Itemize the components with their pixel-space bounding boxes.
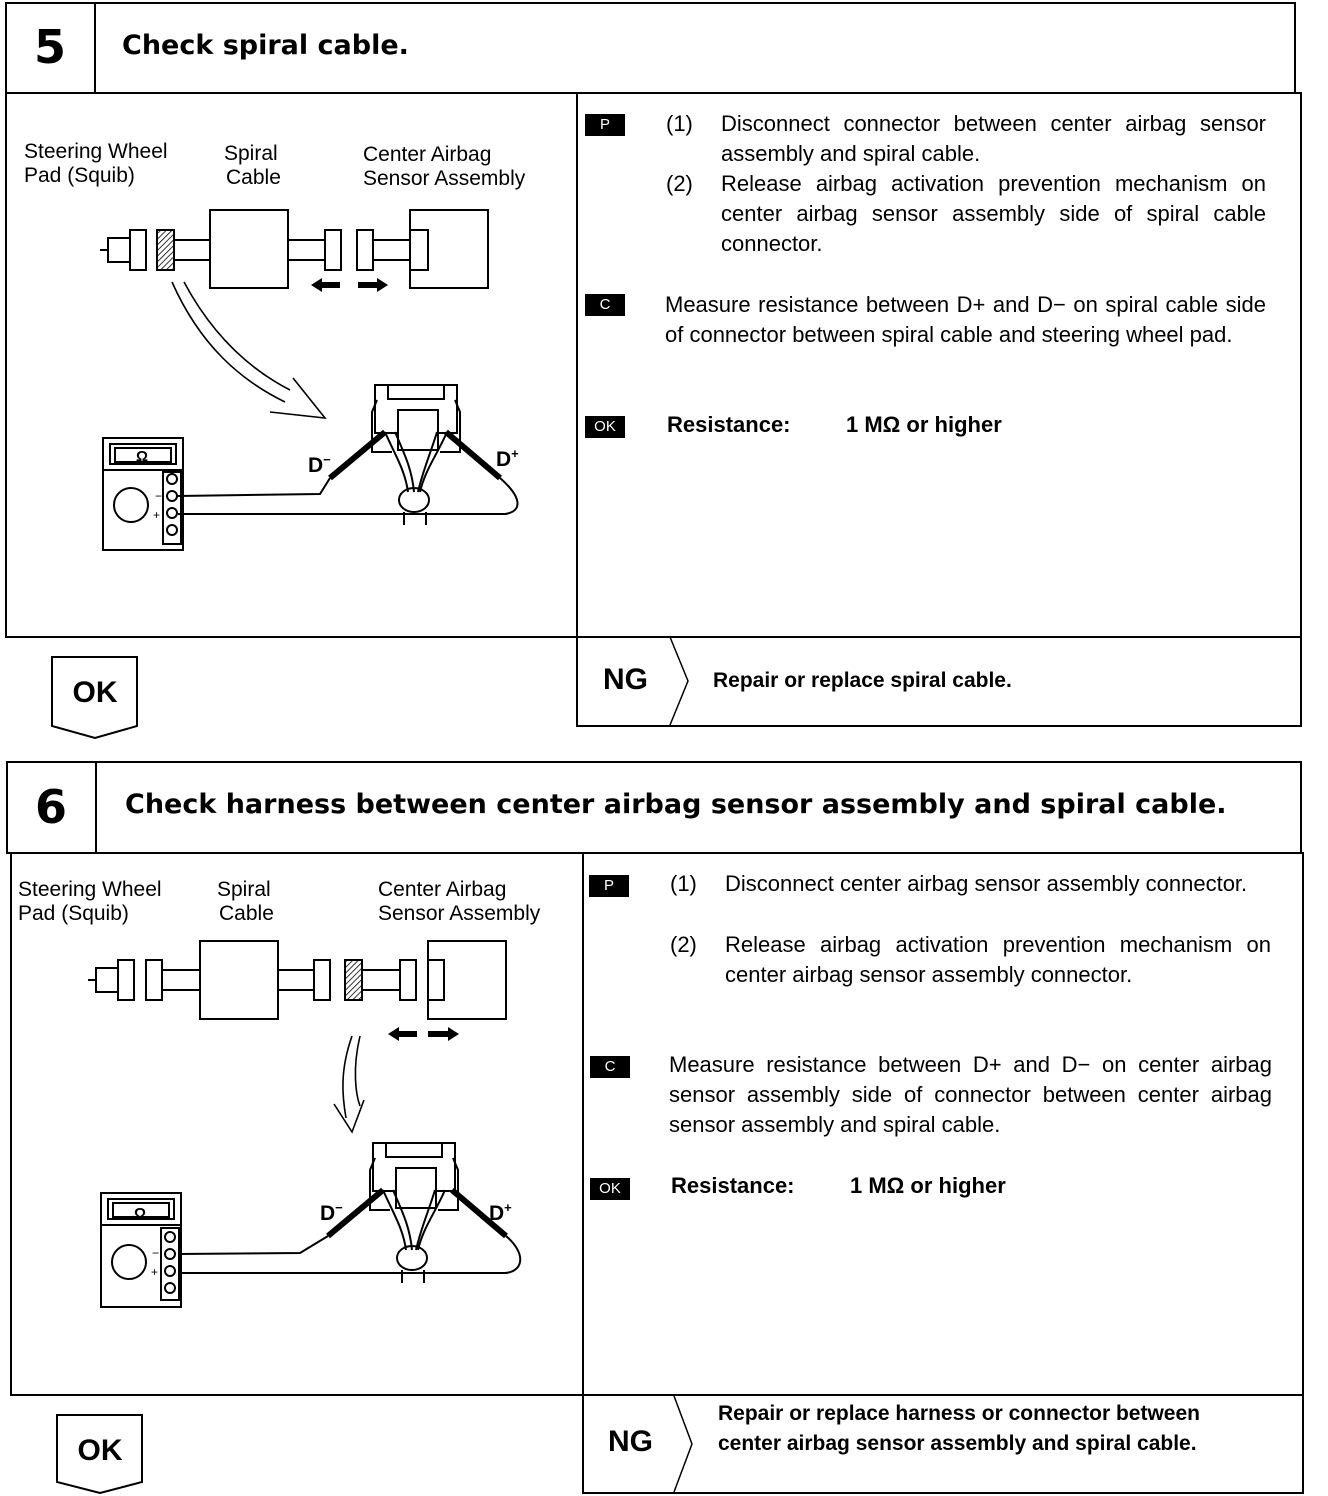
step-5-ng-label: NG (603, 663, 648, 696)
step-6-prepare-item-1-text: Disconnect center airbag sensor assembly… (725, 871, 1248, 896)
step-6-label-steering-wheel: Steering Wheel Pad (Squib) (18, 878, 162, 925)
step-5-check-text: Measure resistance between D+ and D− on … (665, 292, 1266, 347)
step-5-prepare-item-1-number: (1) (666, 111, 693, 136)
step-6-prepare-item-2-number: (2) (670, 932, 697, 957)
step-5-ok-button-label: OK (72, 676, 118, 709)
step-6-ok-button-shape (56, 1414, 143, 1494)
step-6-ok-button-label: OK (77, 1434, 123, 1467)
step-5-prepare-tag: P (585, 114, 625, 136)
step-6-ng-text: Repair or replace harness or connector b… (718, 1402, 1200, 1455)
step-5-prepare-item-1-text: Disconnect connector between center airb… (721, 111, 1266, 166)
step-5-title: Check spiral cable. (122, 30, 409, 61)
svg-text:−: − (152, 1246, 159, 1260)
step-5-ng-text: Repair or replace spiral cable. (713, 669, 1012, 692)
step-5-label-spiral-cable: Spiral Cable (224, 142, 281, 189)
step-5-number: 5 (33, 20, 66, 74)
step-5-ok-button[interactable]: OK (51, 656, 139, 740)
step-5-label-d-plus: D+ (496, 446, 519, 471)
step-6-check-tag: C (590, 1056, 630, 1078)
step-6-check-text: Measure resistance between D+ and D− on … (669, 1052, 1272, 1137)
step-5-number-divider (94, 2, 96, 94)
step-5-resistance-value: 1 MΩ or higher (846, 412, 1002, 437)
step-5-label-steering-wheel: Steering Wheel Pad (Squib) (24, 140, 168, 187)
svg-text:+: + (151, 1265, 158, 1279)
step-6-resistance-value: 1 MΩ or higher (850, 1173, 1006, 1198)
step-6-resistance-label: Resistance: (671, 1173, 795, 1198)
step-6-label-d-minus: D− (320, 1200, 343, 1225)
step-5-check-tag: C (585, 294, 625, 316)
step-5-label-d-minus: D− (308, 452, 331, 477)
step-5-ok-button-shape (51, 656, 138, 740)
step-6-label-d-plus: D+ (489, 1200, 512, 1225)
step-6-label-center-airbag-sensor: Center Airbag Sensor Assembly (378, 878, 541, 925)
step-6-ng-label: NG (608, 1425, 653, 1458)
step-6-ok-tag: OK (590, 1178, 630, 1200)
step-6-number-divider (95, 761, 97, 854)
step-5-ohm-symbol: Ω (136, 448, 149, 465)
step-6-prepare-tag: P (589, 875, 629, 897)
step-5-ng-box (576, 636, 1302, 727)
step-6-prepare-item-1-number: (1) (670, 871, 697, 896)
step-5-prepare-item-2-text: Release airbag activation prevention mec… (721, 171, 1266, 256)
step-6-ng-box (582, 1394, 1304, 1494)
step-6-number: 6 (34, 780, 67, 834)
step-6-ok-button[interactable]: OK (56, 1414, 144, 1494)
svg-text:+: + (153, 508, 160, 522)
svg-text:−: − (155, 489, 162, 503)
step-6-prepare-item-2-text: Release airbag activation prevention mec… (725, 932, 1271, 987)
step-5-label-center-airbag-sensor: Center Airbag Sensor Assembly (363, 143, 526, 190)
step-6-title: Check harness between center airbag sens… (125, 789, 1227, 820)
step-5-prepare-item-2-number: (2) (666, 171, 693, 196)
step-5-resistance-label: Resistance: (667, 412, 791, 437)
step-6-label-spiral-cable: Spiral Cable (217, 878, 274, 925)
step-5-ok-tag: OK (585, 416, 625, 438)
